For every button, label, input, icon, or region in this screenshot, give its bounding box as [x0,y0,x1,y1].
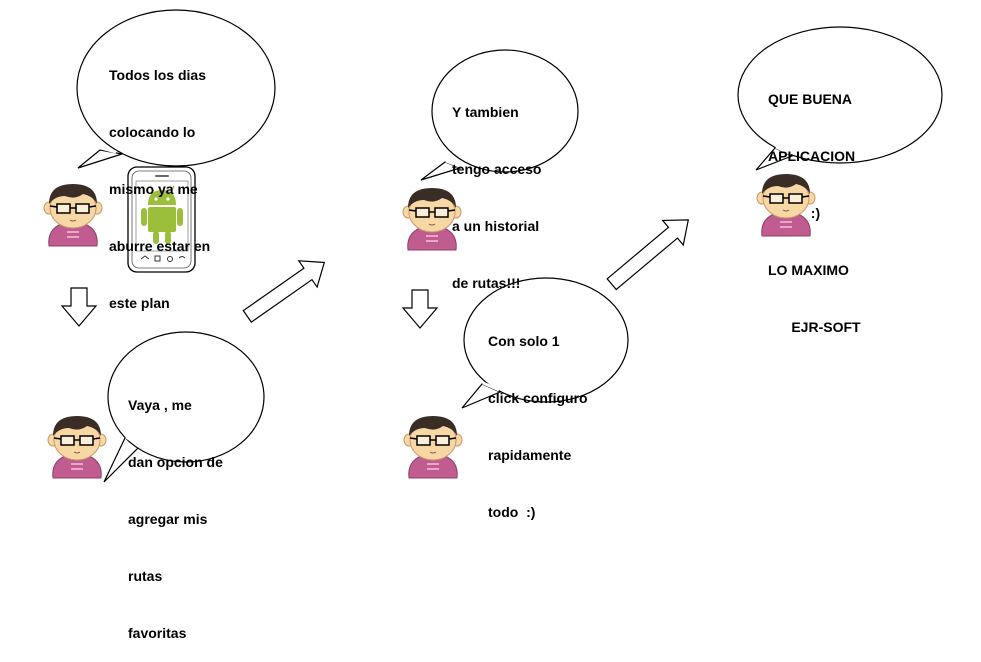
arrow-diagonal-icon [606,219,690,291]
person-icon [47,415,107,479]
bubble-3-line: de rutas!!! [452,275,521,291]
bubble-1-line: colocando lo [109,124,196,140]
bubble-3-line: a un historial [452,218,540,234]
bubble-4-line: todo :) [488,504,536,520]
person-icon [43,183,103,247]
bubble-5-line: QUE BUENA [768,91,853,107]
bubble-5-line: :) [768,205,821,221]
speech-bubble-4 [461,277,629,409]
bubble-2-text: Vaya , me dan opcion de agregar mis ruta… [128,358,223,662]
speech-bubble-3 [420,49,579,181]
bubble-3-text: Y tambien tengo acceso a un historial de… [452,65,541,312]
bubble-5-line: EJR-SOFT [768,319,861,335]
bubble-2-line: favoritas [128,625,187,641]
bubble-1-line: Todos los dias [109,67,206,83]
bubble-2-line: dan opcion de [128,454,223,470]
arrow-down-icon [402,289,438,329]
speech-bubble-5 [737,26,943,171]
bubble-4-line: click configuro [488,390,588,406]
bubble-1-line: aburre estar en [109,238,211,254]
speech-bubble-2 [103,331,265,483]
bubble-5-line: APLICACION [768,148,856,164]
speech-bubble-1 [76,9,276,169]
bubble-5-text: QUE BUENA APLICACION :) LO MAXIMO EJR-SO… [768,52,861,356]
android-phone-icon [127,166,196,273]
person-icon [403,415,463,479]
bubble-1-line: mismo ya me [109,181,198,197]
bubble-2-line: Vaya , me [128,397,192,413]
bubble-4-text: Con solo 1 click configuro rapidamente t… [488,294,588,541]
bubble-5-line: LO MAXIMO [768,262,849,278]
bubble-1-line: este plan [109,295,170,311]
bubble-3-line: Y tambien [452,104,519,120]
bubble-4-line: Con solo 1 [488,333,560,349]
bubble-3-line: tengo acceso [452,161,542,177]
bubble-1-text: Todos los dias colocando lo mismo ya me … [109,28,210,332]
bubble-2-line: agregar mis [128,511,208,527]
arrow-down-icon [61,287,97,327]
comic-diagram [43,9,943,483]
bubble-2-line: rutas [128,568,163,584]
arrow-diagonal-icon [242,260,326,323]
bubble-4-line: rapidamente [488,447,572,463]
